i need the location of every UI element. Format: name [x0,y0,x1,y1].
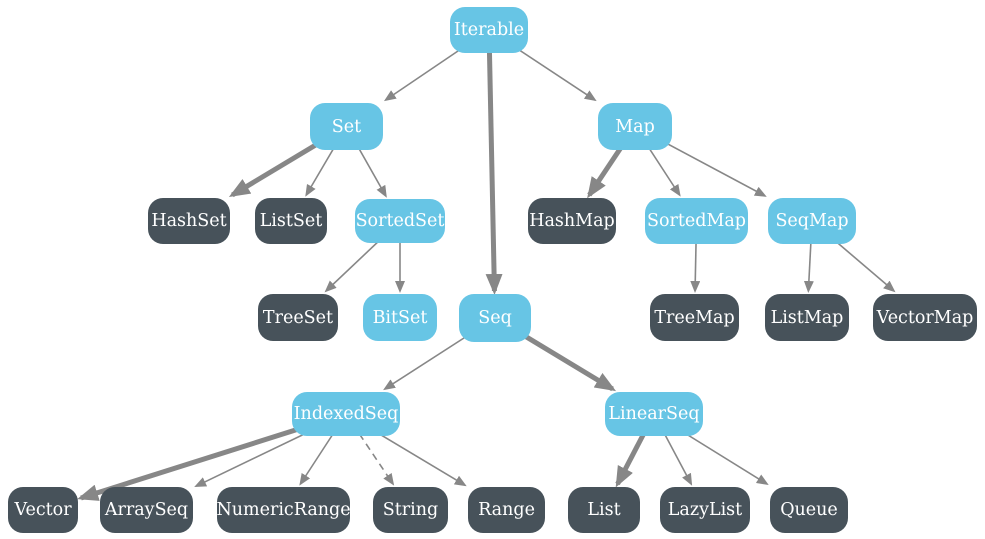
node-seq[interactable]: Seq [459,294,531,342]
node-hashset[interactable]: HashSet [148,198,230,244]
node-sortedset[interactable]: SortedSet [355,199,445,243]
node-vectormap[interactable]: VectorMap [873,294,977,341]
node-iterable[interactable]: Iterable [450,7,528,53]
node-vector[interactable]: Vector [8,487,78,533]
node-indexedseq[interactable]: IndexedSeq [292,392,400,436]
node-listset[interactable]: ListSet [255,198,327,244]
node-lazylist[interactable]: LazyList [660,487,750,533]
node-list[interactable]: List [568,487,640,533]
node-map[interactable]: Map [598,103,672,150]
node-treeset[interactable]: TreeSet [258,294,338,341]
node-seqmap[interactable]: SeqMap [768,198,856,244]
node-treemap[interactable]: TreeMap [650,294,739,341]
node-sortedmap[interactable]: SortedMap [645,198,748,244]
node-range[interactable]: Range [468,487,545,533]
node-numericrange[interactable]: NumericRange [216,487,351,533]
node-hashmap[interactable]: HashMap [528,198,616,244]
node-string[interactable]: String [373,487,448,533]
node-arrayseq[interactable]: ArraySeq [100,487,193,533]
node-bitset[interactable]: BitSet [363,294,437,341]
edge-iterable-seq [485,29,503,295]
node-linearseq[interactable]: LinearSeq [605,392,703,436]
node-set[interactable]: Set [310,103,383,150]
node-queue[interactable]: Queue [770,487,848,533]
node-listmap[interactable]: ListMap [765,294,849,341]
